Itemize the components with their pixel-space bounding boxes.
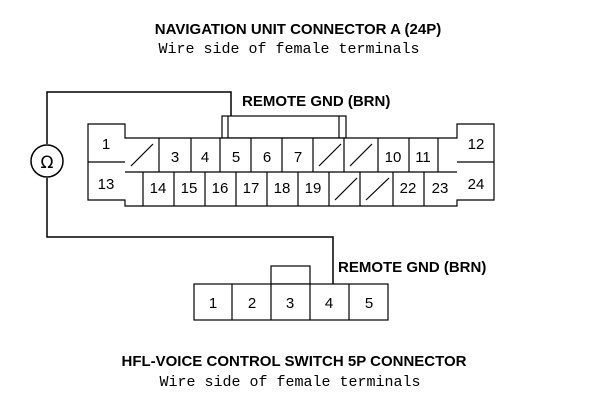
pin-a-13: 13 xyxy=(98,176,115,193)
pin-a-5: 5 xyxy=(232,149,240,166)
ohm-symbol: Ω xyxy=(41,153,54,173)
connector-a-pins: 1 3 4 5 6 7 10 11 12 13 14 15 16 17 18 1… xyxy=(98,136,485,197)
pin-a-11: 11 xyxy=(415,149,431,166)
pin-a-24: 24 xyxy=(468,176,485,193)
pin-b-3: 3 xyxy=(286,295,294,312)
wire-a xyxy=(46,91,232,144)
connector-b-pins: 1 2 3 4 5 xyxy=(209,295,373,312)
connector-a xyxy=(87,115,495,207)
pin-a-15: 15 xyxy=(181,180,198,197)
connector-b-housing xyxy=(193,283,389,321)
empty-cavity-2 xyxy=(130,143,154,167)
pin-a-18: 18 xyxy=(274,180,291,197)
empty-cavity-21 xyxy=(365,177,390,201)
pin-a-16: 16 xyxy=(212,180,229,197)
pin-a-19: 19 xyxy=(305,180,322,197)
pin-b-1: 1 xyxy=(209,295,217,312)
pin-b-2: 2 xyxy=(248,295,256,312)
wire-b xyxy=(46,178,334,288)
pin-a-12: 12 xyxy=(468,136,485,153)
pin-a-10: 10 xyxy=(385,149,402,166)
empty-cavity-9 xyxy=(349,143,373,167)
connector-a-ground-label: REMOTE GND (BRN) xyxy=(242,93,390,110)
connector-b-ground-label: REMOTE GND (BRN) xyxy=(338,259,486,276)
pin-a-17: 17 xyxy=(243,180,260,197)
pin-a-4: 4 xyxy=(201,149,209,166)
connector-a-subtitle: Wire side of female terminals xyxy=(158,41,419,58)
connector-a-title: NAVIGATION UNIT CONNECTOR A (24P) xyxy=(155,21,441,38)
pin-a-1: 1 xyxy=(102,136,110,153)
pin-a-23: 23 xyxy=(432,180,449,197)
pin-a-6: 6 xyxy=(263,149,271,166)
pin-b-4: 4 xyxy=(325,295,333,312)
connector-a-lock-tab xyxy=(221,115,347,139)
empty-cavity-20 xyxy=(334,177,358,201)
connector-b-lock-tab xyxy=(270,265,311,285)
pin-a-14: 14 xyxy=(150,180,167,197)
pin-a-22: 22 xyxy=(400,180,417,197)
empty-cavity-8 xyxy=(318,143,342,167)
pin-b-5: 5 xyxy=(365,295,373,312)
ohmmeter-icon: Ω xyxy=(30,144,64,178)
probe-wires xyxy=(46,91,334,288)
connector-b-subtitle: Wire side of female terminals xyxy=(159,374,420,391)
pin-a-3: 3 xyxy=(171,149,179,166)
connector-b xyxy=(193,265,389,321)
connector-b-title: HFL-VOICE CONTROL SWITCH 5P CONNECTOR xyxy=(121,353,466,370)
pin-a-7: 7 xyxy=(294,149,302,166)
